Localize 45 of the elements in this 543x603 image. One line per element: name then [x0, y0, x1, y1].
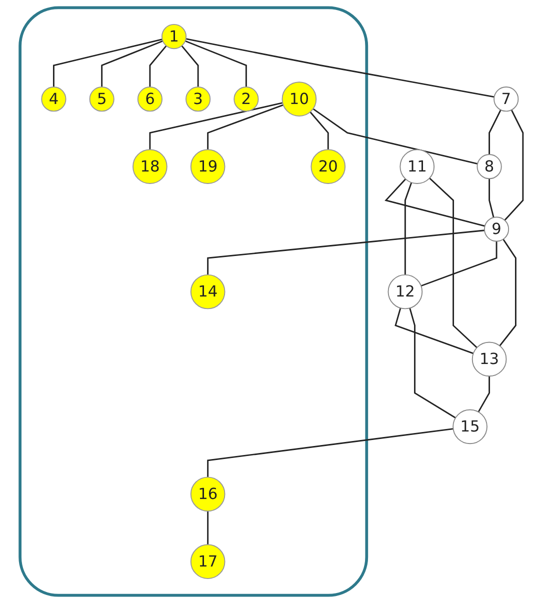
- connector: [409, 308, 456, 418]
- node-circle: 16: [190, 476, 226, 512]
- node-circle: 15: [452, 409, 488, 444]
- node-circle: 14: [190, 274, 226, 310]
- node-circle: 2: [234, 86, 259, 112]
- node-circle: 11: [400, 149, 435, 184]
- node-circle: 1: [161, 24, 187, 50]
- node-circle: 6: [137, 86, 162, 112]
- node-circle: 7: [494, 86, 519, 112]
- connector: [429, 178, 478, 348]
- connector: [101, 40, 164, 88]
- node-circle: 13: [472, 342, 507, 377]
- node-circle: 12: [388, 274, 423, 310]
- node-circle: 17: [190, 544, 226, 580]
- connector: [394, 308, 474, 354]
- node-circle: 5: [89, 86, 114, 112]
- node-circle: 10: [282, 82, 317, 117]
- connector: [207, 428, 454, 478]
- connector: [504, 110, 524, 221]
- cluster: [18, 6, 368, 597]
- connector: [186, 38, 494, 98]
- connector: [312, 108, 478, 164]
- connector: [207, 104, 284, 150]
- node-circle: 8: [476, 154, 502, 180]
- node-circle: 19: [190, 149, 226, 184]
- connector: [488, 110, 502, 154]
- connector: [499, 238, 516, 346]
- connector: [384, 178, 486, 227]
- connector: [310, 112, 329, 150]
- connector: [207, 511, 209, 545]
- connector: [488, 178, 494, 218]
- node-circle: 3: [186, 86, 211, 112]
- node-circle: 9: [484, 216, 510, 242]
- connector: [420, 241, 498, 287]
- connector: [478, 376, 490, 412]
- connector: [149, 45, 167, 88]
- connector: [52, 38, 162, 88]
- node-circle: 18: [132, 149, 168, 184]
- connector: [181, 45, 199, 88]
- connector: [207, 230, 485, 275]
- connector: [149, 102, 283, 150]
- connector: [184, 40, 247, 88]
- node-circle: 4: [41, 86, 66, 112]
- node-circle: 20: [310, 149, 346, 184]
- connector: [404, 182, 412, 275]
